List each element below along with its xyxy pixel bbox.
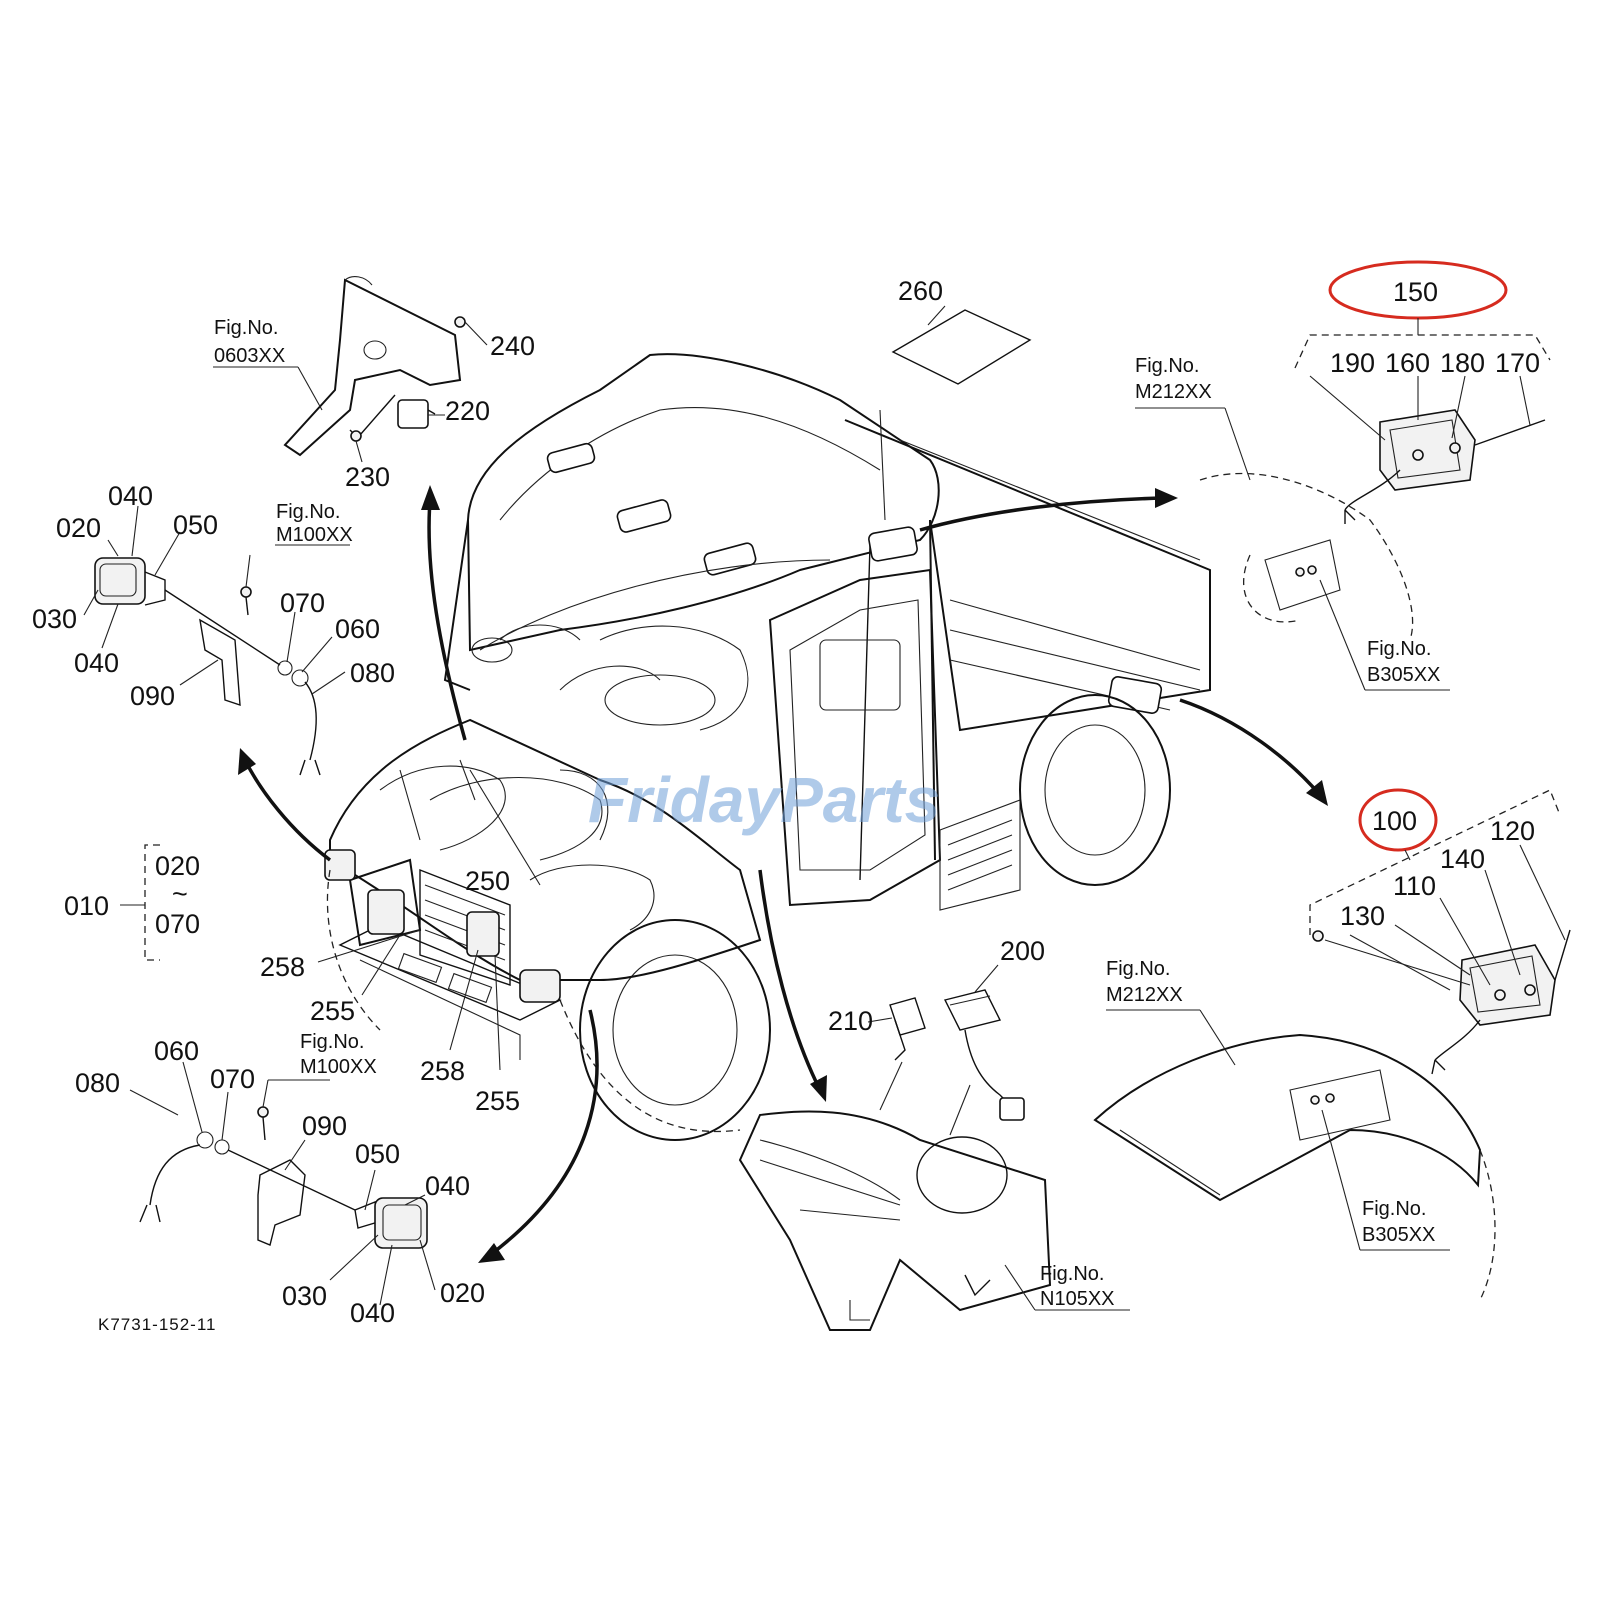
- part-label-258-left: 258: [260, 952, 305, 982]
- fig-ref-rear-fender-upper: M212XX: [1135, 381, 1212, 403]
- decal-260: [891, 305, 1032, 385]
- part-label-255-right: 255: [475, 1086, 520, 1116]
- ll-label-090: 090: [302, 1111, 347, 1141]
- fig-no-label-rear-fender-lower: Fig.No.: [1106, 958, 1170, 980]
- ul-label-060: 060: [335, 614, 380, 644]
- ul-label-080: 080: [350, 658, 395, 688]
- upper-left-lamp-assembly: [83, 505, 350, 776]
- ll-label-070: 070: [210, 1064, 255, 1094]
- upper-right-rear-lamp-assembly: [1135, 260, 1551, 691]
- fig-no-label-rear-bracket-lower: Fig.No.: [1362, 1198, 1426, 1220]
- part-label-200: 200: [1000, 936, 1045, 966]
- fig-ref-top: 0603XX: [214, 345, 285, 367]
- part-label-160: 160: [1385, 348, 1430, 378]
- fig-ref-left-upper: M100XX: [276, 524, 353, 546]
- ul-label-070: 070: [280, 588, 325, 618]
- part-label-230: 230: [345, 462, 390, 492]
- fig-no-label-left-lower: Fig.No.: [300, 1031, 364, 1053]
- group-range-tilde: ~: [172, 879, 188, 909]
- part-label-170: 170: [1495, 348, 1540, 378]
- part-label-258-right: 258: [420, 1056, 465, 1086]
- part-label-220: 220: [445, 396, 490, 426]
- fig-no-label-rear-fender-upper: Fig.No.: [1135, 355, 1199, 377]
- switch-and-fender-assembly: [738, 964, 1130, 1331]
- ul-label-040-top: 040: [108, 481, 153, 511]
- group-label-010: 010: [64, 891, 109, 921]
- top-bracket-assembly: [213, 276, 488, 463]
- fig-no-label-left-upper: Fig.No.: [276, 501, 340, 523]
- lower-right-rear-lamp-assembly: [1093, 788, 1571, 1301]
- front-leaders: [317, 769, 541, 1071]
- ul-label-090: 090: [130, 681, 175, 711]
- part-label-250: 250: [465, 866, 510, 896]
- part-label-180: 180: [1440, 348, 1485, 378]
- group-range-from: 020: [155, 851, 200, 881]
- fig-ref-rear-fender-lower: M212XX: [1106, 984, 1183, 1006]
- fig-ref-front-fender: N105XX: [1040, 1288, 1115, 1310]
- watermark-logo: FridayParts: [588, 764, 940, 836]
- ul-label-020: 020: [56, 513, 101, 543]
- ll-label-040-bottom: 040: [350, 1298, 395, 1328]
- group-bracket-010: [120, 844, 160, 961]
- part-label-110: 110: [1393, 871, 1436, 901]
- ll-label-030: 030: [282, 1281, 327, 1311]
- fig-no-label-top: Fig.No.: [214, 317, 278, 339]
- part-label-190: 190: [1330, 348, 1375, 378]
- fig-no-label-rear-bracket-upper: Fig.No.: [1367, 638, 1431, 660]
- ll-label-060: 060: [154, 1036, 199, 1066]
- group-range-to: 070: [155, 909, 200, 939]
- callout-arrows: [238, 485, 1328, 1263]
- fig-no-label-front-fender: Fig.No.: [1040, 1263, 1104, 1285]
- part-label-130: 130: [1340, 901, 1385, 931]
- part-label-210: 210: [828, 1006, 873, 1036]
- diagram-code: K7731-152-11: [98, 1315, 217, 1334]
- part-label-120: 120: [1490, 816, 1535, 846]
- part-label-150: 150: [1393, 277, 1438, 307]
- lower-left-lamp-assembly: [129, 1061, 436, 1306]
- ll-label-050: 050: [355, 1139, 400, 1169]
- fig-ref-rear-bracket-upper: B305XX: [1367, 664, 1440, 686]
- fig-ref-rear-bracket-lower: B305XX: [1362, 1224, 1435, 1246]
- part-label-260: 260: [898, 276, 943, 306]
- part-label-255-left: 255: [310, 996, 355, 1026]
- ul-label-030: 030: [32, 604, 77, 634]
- ll-label-080: 080: [75, 1068, 120, 1098]
- ul-label-050: 050: [173, 510, 218, 540]
- ll-label-020: 020: [440, 1278, 485, 1308]
- ul-label-040-bottom: 040: [74, 648, 119, 678]
- fig-ref-left-lower: M100XX: [300, 1056, 377, 1078]
- ll-label-040-top: 040: [425, 1171, 470, 1201]
- part-label-240: 240: [490, 331, 535, 361]
- part-label-140: 140: [1440, 844, 1485, 874]
- part-label-100: 100: [1372, 806, 1417, 836]
- utv-vehicle-illustration: [324, 353, 1211, 1141]
